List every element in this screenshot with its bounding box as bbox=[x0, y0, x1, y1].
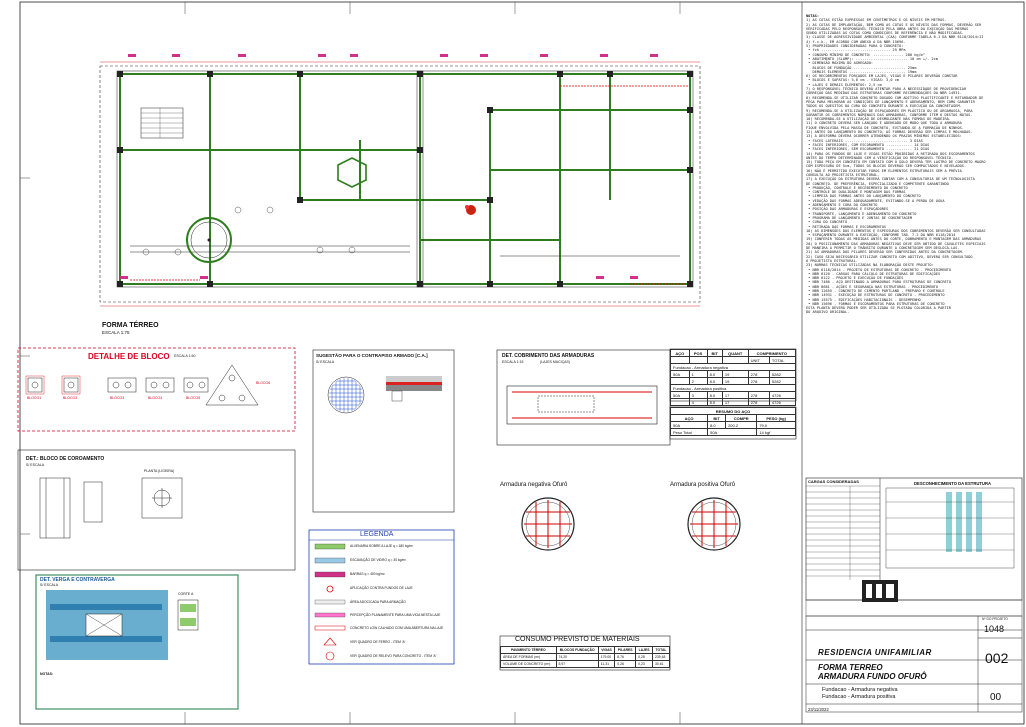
floor-plan bbox=[99, 54, 701, 307]
bloco-label-6: BLOCO6 bbox=[256, 381, 271, 385]
legend-title: LEGENDA bbox=[360, 531, 394, 538]
legend-item-3: APLICAÇÃO CONTRA FUNDOS DE LAJE bbox=[350, 586, 413, 590]
aco-h-comp: COMPRIMENTO bbox=[747, 349, 797, 357]
contrapiso-drawing bbox=[327, 376, 442, 414]
coroamento-title: DET.: BLOCO DE COROAMENTO bbox=[26, 456, 105, 462]
bloco-label-4: BLOCO4 bbox=[148, 396, 163, 400]
general-notes: NOTAS: 1) AS COTAS ESTÃO EXPRESSAS EM CE… bbox=[806, 14, 986, 315]
legend-item-0: ALVENARIA SOBRE A LAJE q = 180 kg/m² bbox=[350, 544, 414, 548]
bloco-label-3: BLOCO3 bbox=[110, 396, 125, 400]
plan-title: FORMA TÉRREO bbox=[102, 322, 159, 329]
company-logo bbox=[862, 580, 898, 602]
legend-item-1: ESCAVAÇÃO DE VIDRO q = 30 kg/m² bbox=[350, 558, 407, 562]
project-label: Nº DO PROJETO bbox=[982, 617, 1008, 621]
bloco-scale: ESCALA 1:50 bbox=[174, 354, 196, 358]
consumo-title: CONSUMO PREVISTO DE MATERIAIS bbox=[515, 636, 640, 643]
armadura-positiva-drawing bbox=[687, 497, 741, 551]
desc-estrutura-title: DESCONHECIMENTO DA ESTRUTURA bbox=[914, 481, 992, 486]
aco-group-2: Fundacao - Armadura positiva bbox=[670, 384, 796, 392]
armadura-positiva-label: Armadura positiva Ofurô bbox=[670, 482, 736, 488]
aco-h-bit: BIT bbox=[706, 349, 723, 357]
cobrimento-drawing bbox=[506, 385, 658, 425]
aco-h-pos: POS bbox=[688, 349, 708, 357]
plan-scale: ESCALA 1:75 bbox=[102, 330, 130, 335]
resumo-title: RESUMO DO AÇO bbox=[670, 407, 796, 415]
revision: 00 bbox=[990, 692, 1002, 703]
aco-table: AÇO POS BIT QUANT COMPRIMENTO UNIT TOTAL… bbox=[670, 349, 797, 406]
legend-swatches bbox=[314, 543, 346, 661]
contrapiso-scale: S/ ESCALA bbox=[316, 360, 335, 364]
verga-drawing bbox=[46, 590, 199, 660]
bloco-label-5: BLOCO5 bbox=[186, 396, 201, 400]
aco-h-total: TOTAL bbox=[768, 356, 797, 364]
coroamento-scale: S/ ESCALA bbox=[26, 463, 45, 467]
sheet-title-2: ARMADURA FUNDO OFURÔ bbox=[818, 672, 927, 681]
legend-item-6: CONCRETO LOW CALHADO COM UMA ABERTURA NA… bbox=[350, 626, 444, 630]
sheet-number: 002 bbox=[985, 650, 1009, 666]
bloco-label-2: BLOCO2 bbox=[63, 396, 78, 400]
obra-title: RESIDENCIA UNIFAMILIAR bbox=[818, 648, 932, 657]
verga-notes: NOTAS: bbox=[40, 672, 54, 676]
verga-corte: CORTE A bbox=[178, 592, 194, 596]
verga-title: DET. VERGA E CONTRAVERGA bbox=[40, 577, 115, 583]
cobrimento-title: DET. COBRIMENTO DAS ARMADURAS bbox=[502, 353, 595, 359]
desc-1: Fundacao - Armadura negativa bbox=[822, 687, 898, 693]
carga-title: CARGAS CONSIDERADAS bbox=[808, 479, 859, 484]
sheet-title-1: FORMA TERREO bbox=[818, 663, 883, 672]
aco-h-quant: QUANT bbox=[721, 349, 749, 357]
cobrimento-scale: ESCALA 1:15 bbox=[502, 360, 524, 364]
cobrimento-subtitle: (LAJES MACIÇAS) bbox=[540, 360, 570, 364]
contrapiso-title: SUGESTÃO PARA O CONTRAPISO ARMADO [C.A.] bbox=[316, 353, 428, 358]
structure-grid bbox=[885, 487, 1015, 569]
legend-item-4: ÁREA ADOCICADA PARA ARMAÇÃO bbox=[350, 600, 406, 604]
armadura-negativa-drawing bbox=[521, 497, 575, 551]
desc-2: Fundacao - Armadura positiva bbox=[822, 694, 896, 700]
verga-scale: S/ ESCALA bbox=[40, 583, 59, 587]
aco-h-aco: AÇO bbox=[670, 349, 690, 357]
legend-item-5: PERCEPÇÃO PLANAMENTE PARA UMA VIGA NESTA… bbox=[350, 613, 441, 617]
aco-h-unit: UNIT bbox=[747, 356, 770, 364]
armadura-negativa-label: Armadura negativa Ofurô bbox=[500, 482, 568, 488]
coroamento-subtitle: PLANTA (LIGEIRA) bbox=[144, 469, 175, 473]
legend-item-2: BARRAS q = 400 kg/m² bbox=[350, 572, 385, 576]
date: 23/11/2022 bbox=[808, 707, 829, 712]
aco-group-1: Fundacao - Armadura negativa bbox=[670, 363, 796, 371]
project-number: 1048 bbox=[984, 624, 1005, 634]
legend-item-7: VER QUADRO DE FERRO - ITEM 'A' bbox=[350, 640, 406, 644]
legend-item-8: VER QUADRO DE RELEVO PARA CONCRETO - ITE… bbox=[350, 654, 437, 658]
coroamento-drawing bbox=[39, 477, 183, 539]
bloco-label-1: BLOCO1 bbox=[27, 396, 42, 400]
bloco-details bbox=[25, 364, 259, 406]
bloco-title: DETALHE DE BLOCO bbox=[88, 352, 170, 361]
